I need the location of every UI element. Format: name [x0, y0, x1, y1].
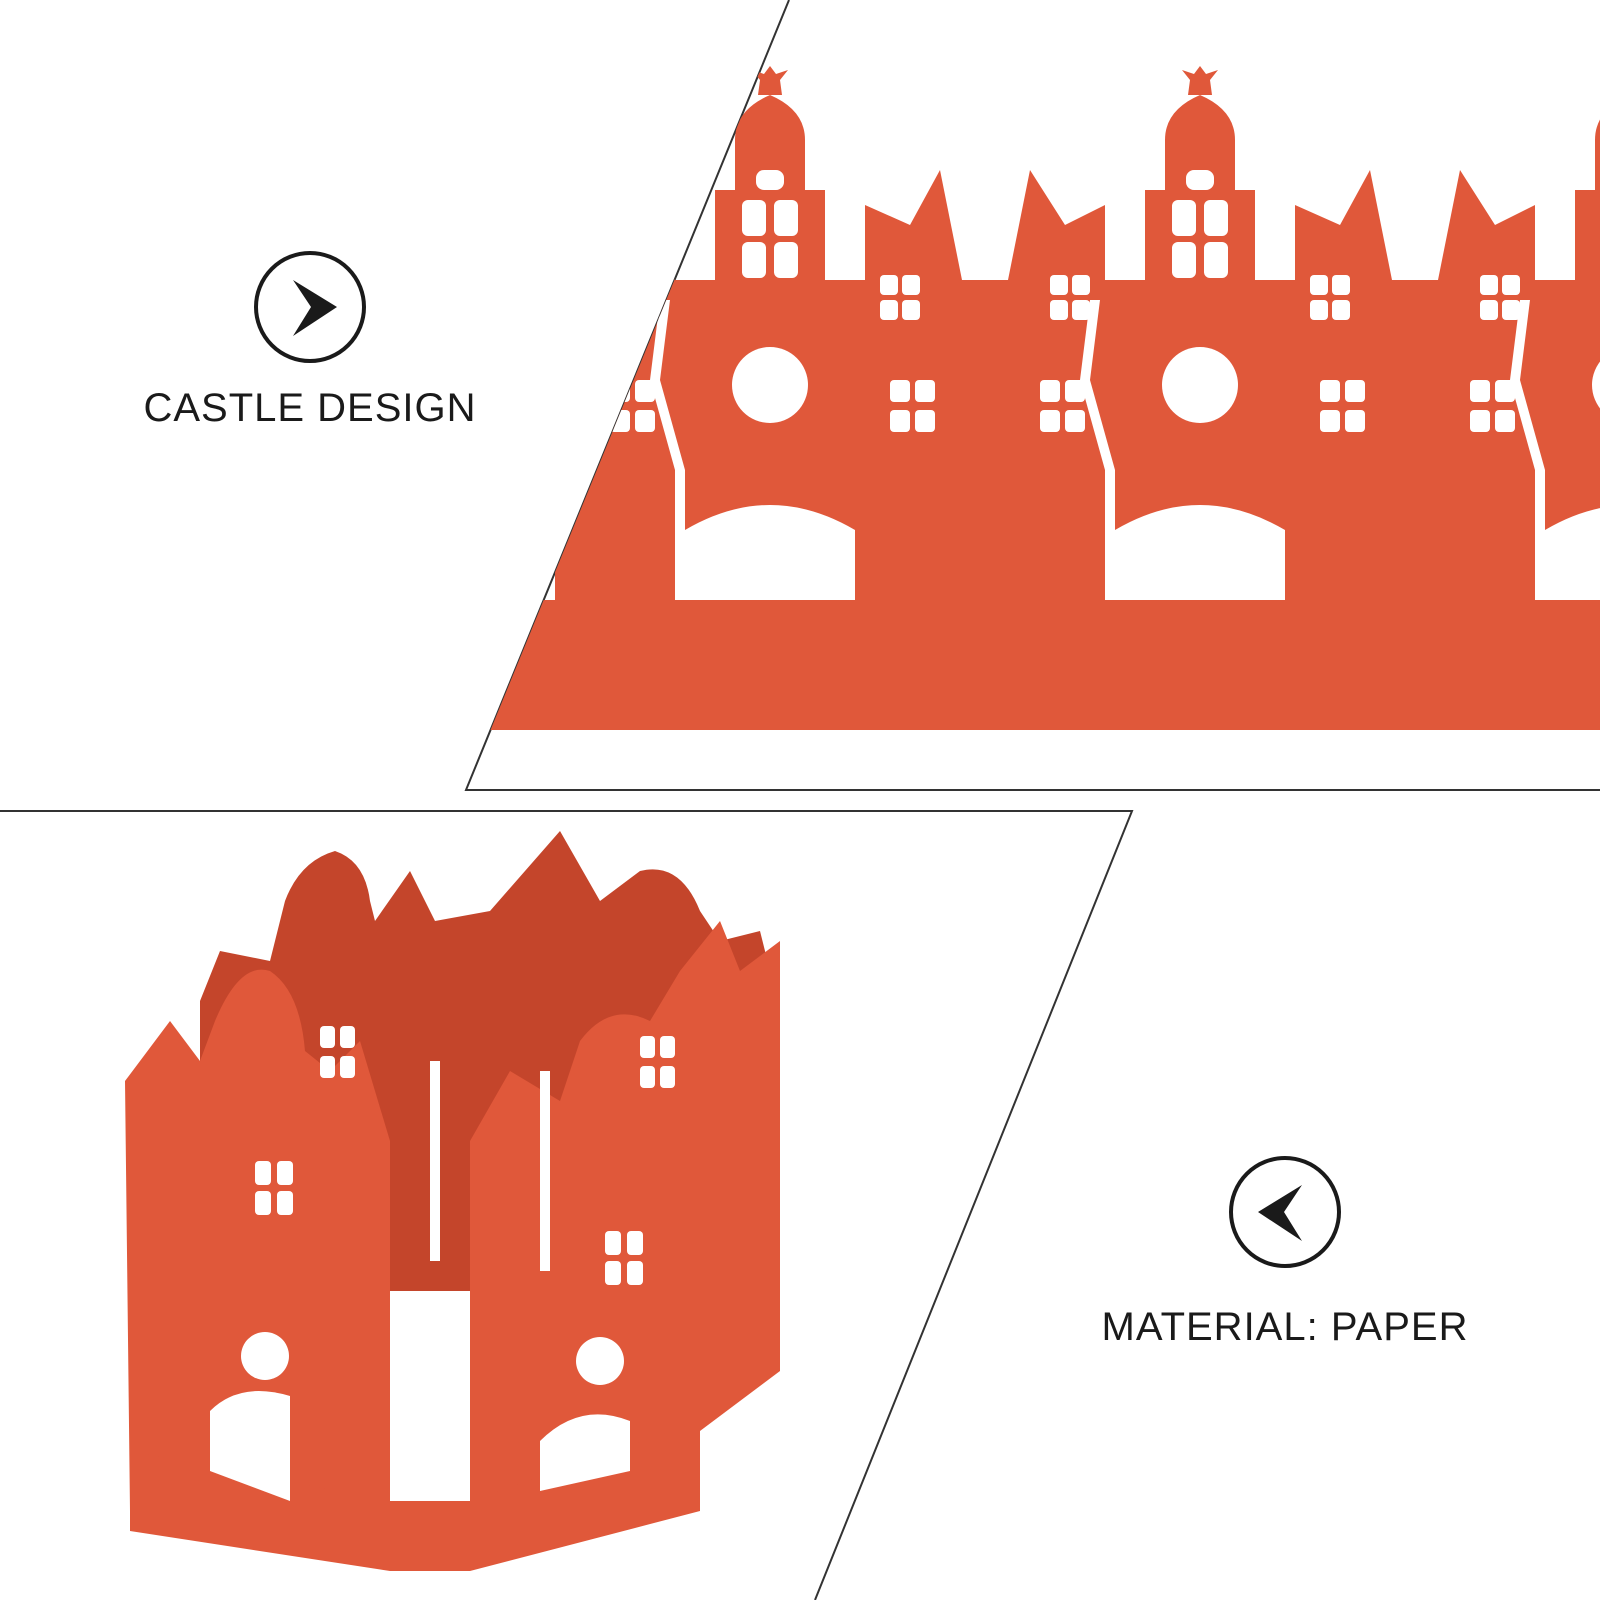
castle-strip-closeup-image: [480, 66, 1600, 730]
callout-castle-design: CASTLE DESIGN: [110, 250, 510, 431]
callout-material-paper: MATERIAL: PAPER: [1075, 1155, 1495, 1350]
callout-label-material-paper: MATERIAL: PAPER: [1101, 1305, 1469, 1349]
chevron-right-icon: [254, 251, 366, 363]
castle-band-assembled-image: [125, 831, 780, 1571]
chevron-left-icon: [1229, 1156, 1341, 1268]
callout-label-castle-design: CASTLE DESIGN: [143, 386, 477, 430]
